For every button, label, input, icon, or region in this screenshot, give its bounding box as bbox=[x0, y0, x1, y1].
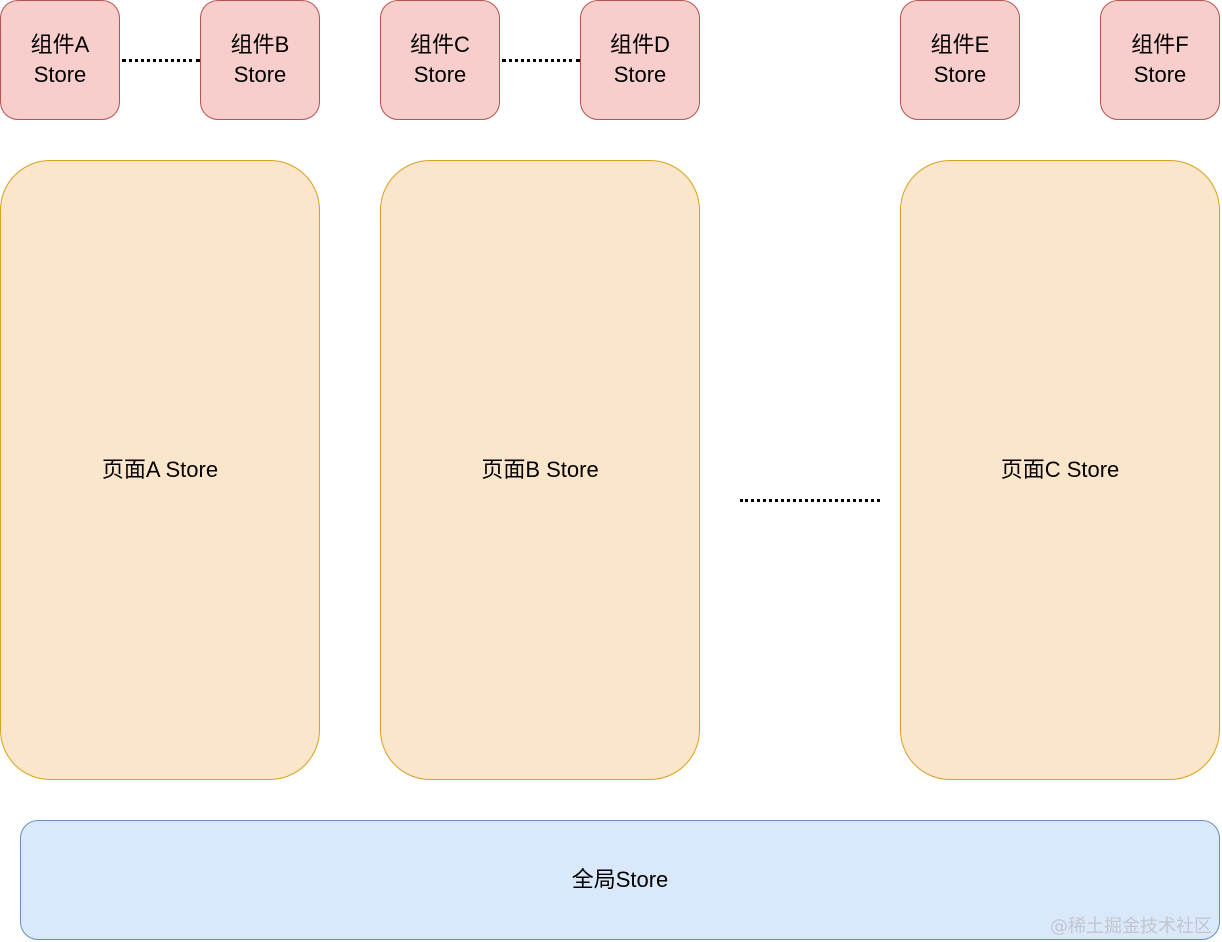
ellipsis-connector-ab bbox=[122, 59, 200, 62]
page-store-label: 页面C Store bbox=[1000, 457, 1120, 482]
component-store-label: Store bbox=[933, 62, 987, 87]
component-store-label: 组件D bbox=[610, 32, 670, 57]
global-store-label: 全局Store bbox=[571, 867, 669, 892]
component-store-a: 组件A Store bbox=[0, 0, 120, 120]
watermark: @稀土掘金技术社区 bbox=[1050, 916, 1212, 937]
component-store-label: 组件C bbox=[410, 32, 470, 57]
page-store-a: 页面A Store bbox=[0, 160, 320, 780]
page-store-b: 页面B Store bbox=[380, 160, 700, 780]
page-store-c: 页面C Store bbox=[900, 160, 1220, 780]
component-store-label: Store bbox=[1133, 62, 1187, 87]
component-store-label: 组件F bbox=[1131, 32, 1189, 57]
ellipsis-connector-cd bbox=[502, 59, 580, 62]
page-store-label: 页面A Store bbox=[101, 457, 219, 482]
component-store-f: 组件F Store bbox=[1100, 0, 1220, 120]
component-store-b: 组件B Store bbox=[200, 0, 320, 120]
component-store-label: Store bbox=[233, 62, 287, 87]
global-store: 全局Store bbox=[20, 820, 1220, 940]
component-store-label: Store bbox=[413, 62, 467, 87]
component-store-label: 组件B bbox=[230, 32, 290, 57]
component-store-e: 组件E Store bbox=[900, 0, 1020, 120]
ellipsis-connector-pages bbox=[740, 499, 880, 502]
component-store-label: 组件A bbox=[30, 32, 90, 57]
component-store-label: Store bbox=[613, 62, 667, 87]
page-store-label: 页面B Store bbox=[481, 457, 599, 482]
component-store-label: Store bbox=[33, 62, 87, 87]
component-store-label: 组件E bbox=[930, 32, 990, 57]
component-store-c: 组件C Store bbox=[380, 0, 500, 120]
component-store-d: 组件D Store bbox=[580, 0, 700, 120]
